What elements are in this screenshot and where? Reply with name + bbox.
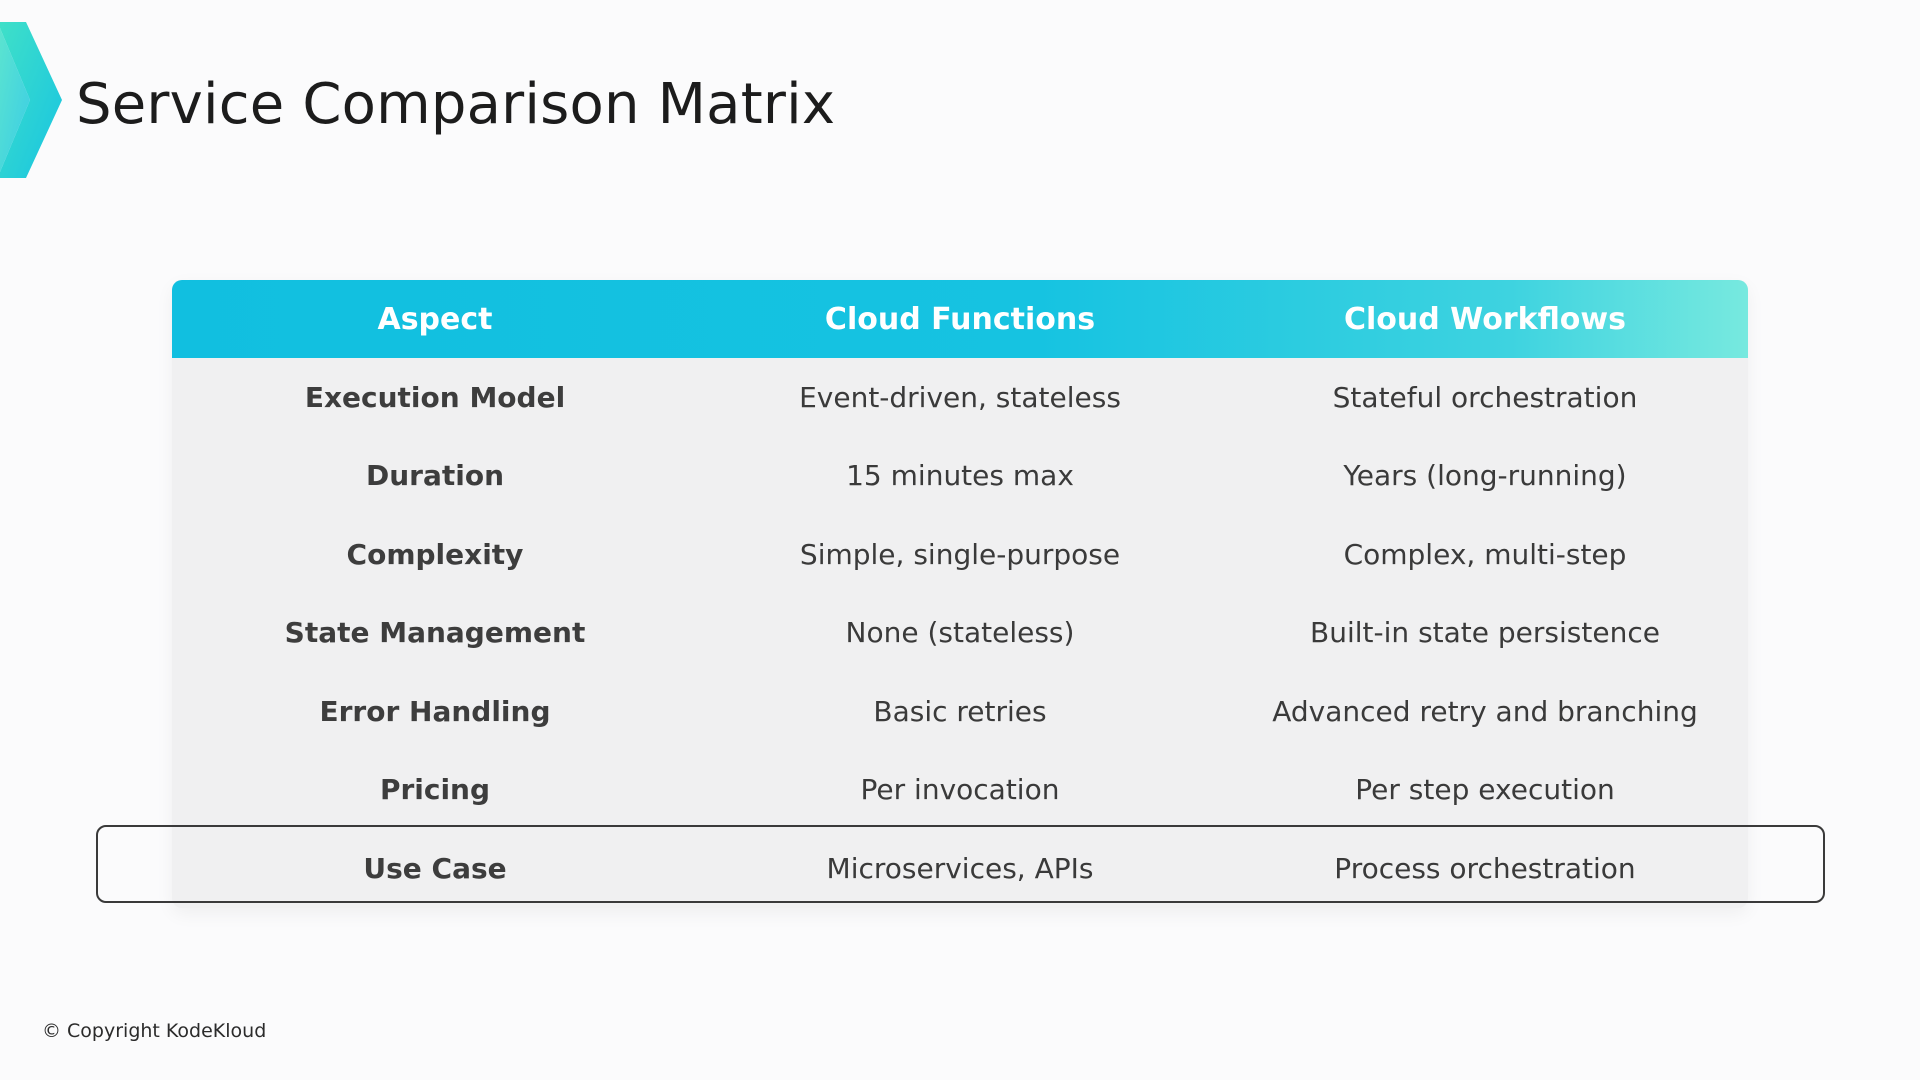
table-row: Error Handling Basic retries Advanced re… <box>172 672 1748 751</box>
table-header-row: Aspect Cloud Functions Cloud Workflows <box>172 280 1748 358</box>
header-cloud-functions: Cloud Functions <box>824 301 1096 337</box>
row-aspect: Pricing <box>379 773 491 807</box>
row-aspect: Execution Model <box>304 380 566 414</box>
row-cloud-functions: Event-driven, stateless <box>799 380 1121 414</box>
table-row: Duration 15 minutes max Years (long-runn… <box>172 437 1748 516</box>
row-cloud-workflows: Per step execution <box>1355 773 1615 807</box>
table-row: State Management None (stateless) Built-… <box>172 594 1748 673</box>
chevron-logo-icon <box>0 22 62 178</box>
copyright-text: © Copyright KodeKloud <box>42 1020 267 1042</box>
page-title: Service Comparison Matrix <box>76 72 836 137</box>
row-cloud-functions: 15 minutes max <box>846 459 1074 493</box>
row-aspect: Error Handling <box>319 694 551 728</box>
row-cloud-functions: Simple, single-purpose <box>799 537 1121 571</box>
row-cloud-functions: Per invocation <box>860 773 1060 807</box>
row-cloud-functions: Microservices, APIs <box>826 851 1094 885</box>
header-aspect: Aspect <box>377 301 493 337</box>
row-cloud-workflows: Built-in state persistence <box>1310 616 1660 650</box>
table-row: Complexity Simple, single-purpose Comple… <box>172 515 1748 594</box>
row-cloud-workflows: Process orchestration <box>1334 851 1636 885</box>
table-row: Execution Model Event-driven, stateless … <box>172 358 1748 437</box>
row-aspect: State Management <box>284 616 586 650</box>
row-cloud-functions: None (stateless) <box>845 616 1075 650</box>
row-aspect: Duration <box>365 459 505 493</box>
row-cloud-workflows: Stateful orchestration <box>1332 380 1638 414</box>
row-aspect: Complexity <box>346 537 524 571</box>
row-cloud-workflows: Complex, multi-step <box>1343 537 1627 571</box>
row-cloud-functions: Basic retries <box>873 694 1047 728</box>
row-aspect: Use Case <box>363 851 507 885</box>
row-cloud-workflows: Years (long-running) <box>1343 459 1627 493</box>
row-cloud-workflows: Advanced retry and branching <box>1272 694 1698 728</box>
header-cloud-workflows: Cloud Workflows <box>1344 301 1626 337</box>
comparison-table: Aspect Cloud Functions Cloud Workflows E… <box>172 280 1748 908</box>
table-row: Pricing Per invocation Per step executio… <box>172 751 1748 830</box>
table-row-highlighted: Use Case Microservices, APIs Process orc… <box>172 829 1748 908</box>
